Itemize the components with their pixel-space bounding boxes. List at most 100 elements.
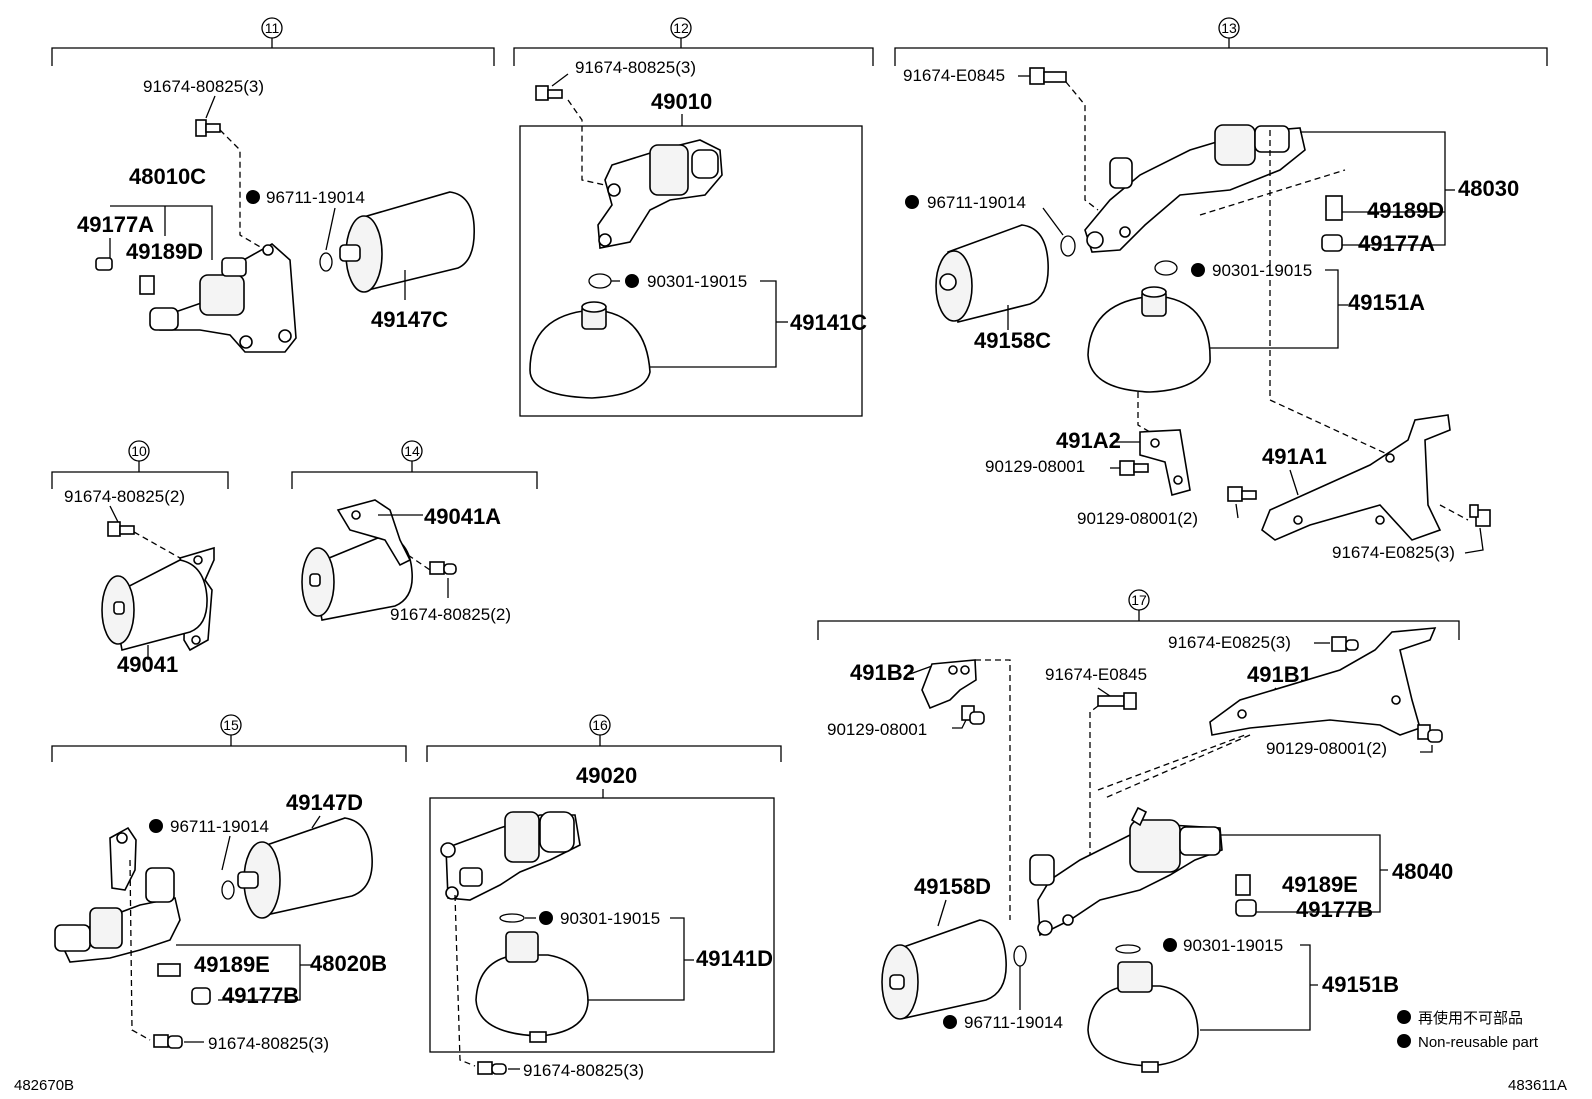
label-s17-assy: 48040 (1392, 859, 1453, 884)
bolt-icon (1331, 636, 1359, 652)
label-s13-a: 49177A (1358, 231, 1435, 256)
filter-icon (881, 919, 1007, 1020)
bolt-icon (1097, 692, 1137, 710)
filter-icon (935, 224, 1049, 323)
group-15: 15 49147D 96711-19014 49189E 48020B (51, 714, 407, 1053)
label-s17-oring1: 90301-19015 (1183, 936, 1283, 955)
bolt-icon (195, 119, 221, 137)
label-s12-oring: 90301-19015 (647, 272, 747, 291)
label-s17-e: 49189E (1282, 872, 1358, 897)
bracket-icon (336, 499, 412, 567)
label-s13-bracket2: 491A2 (1056, 428, 1121, 453)
legend: 再使用不可部品 Non-reusable part (1397, 1010, 1539, 1051)
label-s17-bolt4: 90129-08001(2) (1266, 739, 1387, 758)
o-ring-icon (221, 880, 235, 900)
legend-jp: 再使用不可部品 (1418, 1010, 1523, 1027)
label-s16-sphere: 49141D (696, 946, 773, 971)
group-14-number: 14 (404, 443, 420, 459)
bolt-icon (961, 705, 985, 725)
bolt-icon (1119, 460, 1149, 476)
label-s16-bolt: 91674-80825(3) (523, 1061, 644, 1080)
accumulator-sphere-icon (1087, 286, 1211, 393)
label-s15-bolt: 91674-80825(3) (208, 1034, 329, 1053)
label-s10-bolt: 91674-80825(2) (64, 487, 185, 506)
valve-body-icon (597, 139, 723, 249)
non-reusable-dot (1163, 938, 1177, 952)
group-10: 10 91674-80825(2) 49041 (51, 440, 229, 677)
group-11: 11 91674-80825(3) 48010C 49177A 49189D (51, 17, 495, 353)
footer-right-code: 483611A (1508, 1077, 1567, 1094)
label-s17-sphere: 49151B (1322, 972, 1399, 997)
plug-icon (95, 257, 113, 271)
bolt-icon (1227, 486, 1257, 502)
label-s13-bolt: 91674-E0845 (903, 66, 1005, 85)
label-s13-bolt2: 90129-08001 (985, 457, 1085, 476)
label-s10-part: 49041 (117, 652, 178, 677)
label-s17-oring2: 96711-19014 (964, 1013, 1063, 1032)
non-reusable-dot (905, 195, 919, 209)
label-s15-b: 49177B (222, 983, 299, 1008)
assembly-box (429, 797, 775, 1053)
label-s13-oring1: 96711-19014 (927, 193, 1026, 212)
label-s13-bolt4: 91674-E0825(3) (1332, 543, 1455, 562)
accumulator-sphere-icon (475, 931, 589, 1043)
non-reusable-dot (625, 274, 639, 288)
label-s13-filter: 49158C (974, 328, 1051, 353)
valve-icon (1235, 874, 1251, 896)
label-s13-oring2: 90301-19015 (1212, 261, 1312, 280)
label-s13-assy: 48030 (1458, 176, 1519, 201)
non-reusable-dot (943, 1015, 957, 1029)
bolt-icon (1029, 67, 1067, 85)
label-s17-b: 49177B (1296, 897, 1373, 922)
group-12-number: 12 (673, 20, 689, 36)
o-ring-icon (1154, 260, 1178, 276)
valve-icon (139, 275, 155, 295)
o-ring-icon (1060, 235, 1076, 257)
label-s13-bolt3: 90129-08001(2) (1077, 509, 1198, 528)
label-s12-bolt: 91674-80825(3) (575, 58, 696, 77)
o-ring-icon (499, 913, 525, 923)
label-s11-assy: 48010C (129, 164, 206, 189)
label-s17-bracket2: 491B2 (850, 660, 915, 685)
bolt-icon (1417, 724, 1443, 743)
label-s15-e: 49189E (194, 952, 270, 977)
bolt-icon (429, 561, 457, 575)
group-14: 14 49041A 91674-80825(2) (291, 440, 538, 624)
label-s12-sphere: 49141C (790, 310, 867, 335)
non-reusable-dot (1191, 263, 1205, 277)
group-17: 17 91674-E0825(3) 491B2 91674-E0845 491B… (817, 589, 1460, 1073)
o-ring-icon (588, 273, 612, 289)
o-ring-icon (319, 252, 333, 272)
group-12: 12 91674-80825(3) 49010 90301-19015 4914… (513, 17, 874, 417)
bolt-icon (153, 1034, 183, 1049)
filter-icon (301, 534, 413, 621)
group-13-number: 13 (1221, 20, 1237, 36)
group-11-number: 11 (265, 20, 280, 36)
footer-left-code: 482670B (14, 1077, 74, 1094)
filter-icon (339, 191, 475, 293)
label-s13-sphere: 49151A (1348, 290, 1425, 315)
filter-icon (237, 817, 373, 919)
legend-en: Non-reusable part (1418, 1034, 1539, 1051)
group-17-number: 17 (1131, 592, 1147, 608)
label-s16-assy: 49020 (576, 763, 637, 788)
valve-icon (1325, 195, 1343, 221)
label-s17-bolt3: 90129-08001 (827, 720, 927, 739)
group-10-number: 10 (131, 443, 147, 459)
filter-icon (101, 559, 208, 651)
label-s17-bolt2: 91674-E0845 (1045, 665, 1147, 684)
non-reusable-dot (539, 911, 553, 925)
group-15-number: 15 (223, 717, 239, 733)
bracket-icon (1261, 414, 1451, 541)
label-s14-bracket: 49041A (424, 504, 501, 529)
label-s11-d: 49189D (126, 239, 203, 264)
valve-body-icon (440, 811, 581, 901)
valve-icon (157, 963, 181, 977)
group-13: 13 91674-E0845 96711-19014 48030 49189D (894, 17, 1548, 562)
non-reusable-dot (246, 190, 260, 204)
bracket-icon (921, 659, 977, 710)
label-s16-oring: 90301-19015 (560, 909, 660, 928)
assembly-box (519, 125, 863, 417)
group-16: 16 49020 90301-19015 49141D 9167 (426, 714, 782, 1080)
bolt-icon (107, 521, 135, 537)
